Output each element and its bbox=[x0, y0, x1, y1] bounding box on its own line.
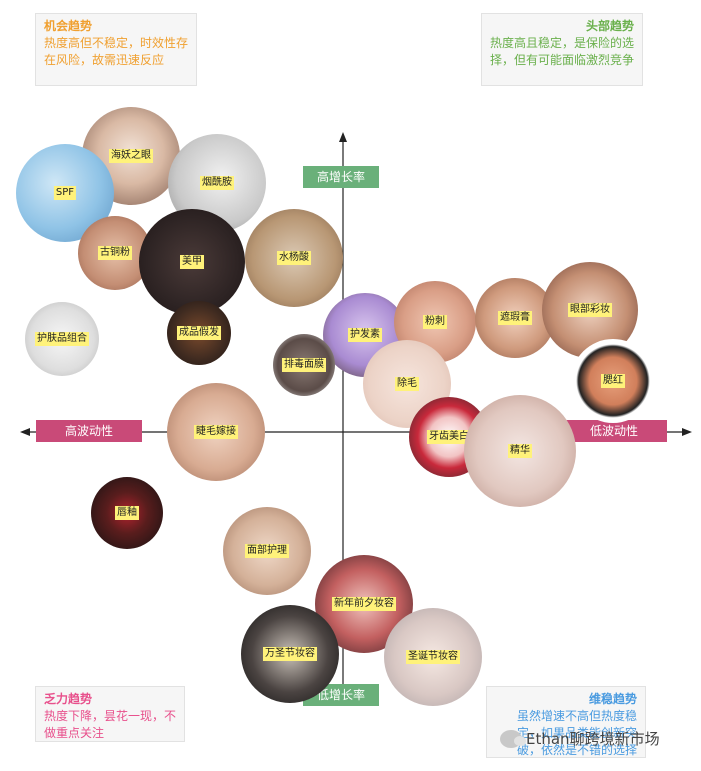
topic-label: 眼部彩妆 bbox=[568, 303, 612, 317]
topic-label: 海妖之眼 bbox=[109, 149, 153, 163]
topic-label: 精华 bbox=[508, 444, 532, 458]
topic-label: 烟酰胺 bbox=[200, 176, 234, 190]
quadrant-title: 机会趋势 bbox=[44, 19, 93, 33]
topic-label: 唇釉 bbox=[115, 506, 139, 520]
quadrant-head: 头部趋势 热度高且稳定，是保险的选择，但有可能面临激烈竞争 bbox=[481, 13, 643, 86]
quadrant-opportunity: 机会趋势 热度高但不稳定，时效性存在风险，故需迅速反应 bbox=[35, 13, 197, 86]
quadrant-desc: 热度高但不稳定，时效性存在风险，故需迅速反应 bbox=[44, 36, 189, 67]
quadrant-title: 乏力趋势 bbox=[44, 692, 93, 706]
topic-label: 水杨酸 bbox=[277, 251, 311, 265]
topic-label: 新年前夕妆容 bbox=[332, 597, 396, 611]
quadrant-weak: 乏力趋势 热度下降，昙花一现，不做重点关注 bbox=[35, 686, 185, 742]
wechat-icon bbox=[500, 729, 526, 748]
topic-label: 护发素 bbox=[348, 328, 382, 342]
topic-label: 成品假发 bbox=[177, 326, 221, 340]
arrow-right-icon bbox=[682, 428, 692, 436]
topic-label: 护肤品组合 bbox=[35, 332, 89, 346]
topic-label: SPF bbox=[53, 186, 77, 200]
topic-label: 牙齿美白 bbox=[427, 430, 471, 444]
watermark: Ethan聊跨境新市场 bbox=[500, 728, 660, 749]
topic-label: 遮瑕膏 bbox=[498, 311, 532, 325]
quadrant-title: 头部趋势 bbox=[585, 19, 634, 33]
topic-label: 万圣节妆容 bbox=[263, 647, 317, 661]
arrow-up-icon bbox=[339, 132, 347, 142]
topic-label: 睫毛嫁接 bbox=[194, 425, 238, 439]
topic-label: 腮红 bbox=[601, 374, 625, 388]
topic-label: 圣诞节妆容 bbox=[406, 650, 460, 664]
watermark-text: Ethan聊跨境新市场 bbox=[526, 730, 660, 748]
topic-label: 美甲 bbox=[180, 255, 204, 269]
quadrant-desc: 热度下降，昙花一现，不做重点关注 bbox=[44, 709, 177, 740]
quadrant-title: 维稳趋势 bbox=[588, 692, 637, 706]
arrow-left-icon bbox=[20, 428, 30, 436]
topic-label: 面部护理 bbox=[245, 544, 289, 558]
axis-label-high-growth: 高增长率 bbox=[303, 166, 379, 188]
axis-label-high-volatility: 高波动性 bbox=[36, 420, 142, 442]
topic-label: 除毛 bbox=[395, 377, 419, 391]
axis-label-low-volatility: 低波动性 bbox=[561, 420, 667, 442]
topic-label: 粉刺 bbox=[423, 315, 447, 329]
topic-label: 古铜粉 bbox=[98, 246, 132, 260]
topic-label: 排毒面膜 bbox=[282, 358, 326, 372]
quadrant-desc: 虽然增速不高但热度稳定，如果品类能创新突破，依然是不错的选择 bbox=[516, 709, 637, 757]
quadrant-desc: 热度高且稳定，是保险的选择，但有可能面临激烈竞争 bbox=[490, 36, 635, 67]
